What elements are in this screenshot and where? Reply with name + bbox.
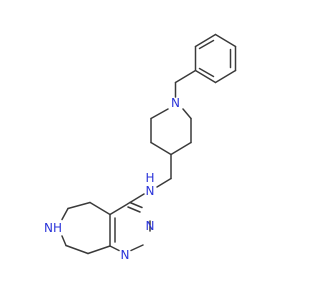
benzyl-linker (174, 69, 197, 98)
bond (130, 244, 144, 252)
bond (67, 201, 91, 210)
bond (61, 235, 67, 247)
atom-label-pyrimidine-n1: N (121, 248, 130, 262)
bond-double-inner (198, 67, 215, 78)
bond (61, 207, 69, 221)
bond (89, 201, 111, 216)
atom-label-azepane-nh: NH (44, 221, 62, 235)
azepane-ring (61, 201, 111, 255)
bond (214, 69, 237, 84)
bond (109, 245, 120, 252)
bond (194, 69, 217, 84)
bond (214, 33, 237, 48)
bond (156, 177, 172, 188)
atom-label-amine-h: H (145, 171, 154, 185)
piperidine-ring (150, 108, 192, 156)
bond-double-inner (198, 39, 215, 50)
bond-double-inner (127, 206, 141, 213)
pyrimidine-ring (109, 201, 151, 252)
bond (170, 141, 192, 156)
atom-label-piperidine-n: N (171, 96, 180, 110)
bond (182, 108, 192, 120)
bond (174, 69, 197, 84)
bond (194, 33, 217, 48)
bond (109, 201, 131, 216)
canvas-background (0, 0, 300, 300)
bond (87, 245, 111, 255)
molecule-structure-diagram: N N H NH N N (0, 0, 300, 300)
atom-label-amine-n: N (146, 184, 155, 198)
atom-label-pyrimidine-n3: N (146, 219, 155, 233)
methylene-amine-linker (129, 153, 172, 204)
bond (129, 201, 143, 209)
bond (150, 108, 169, 120)
benzene-ring (194, 33, 237, 84)
bond (129, 193, 145, 204)
bond (65, 244, 89, 255)
bond (150, 141, 172, 156)
